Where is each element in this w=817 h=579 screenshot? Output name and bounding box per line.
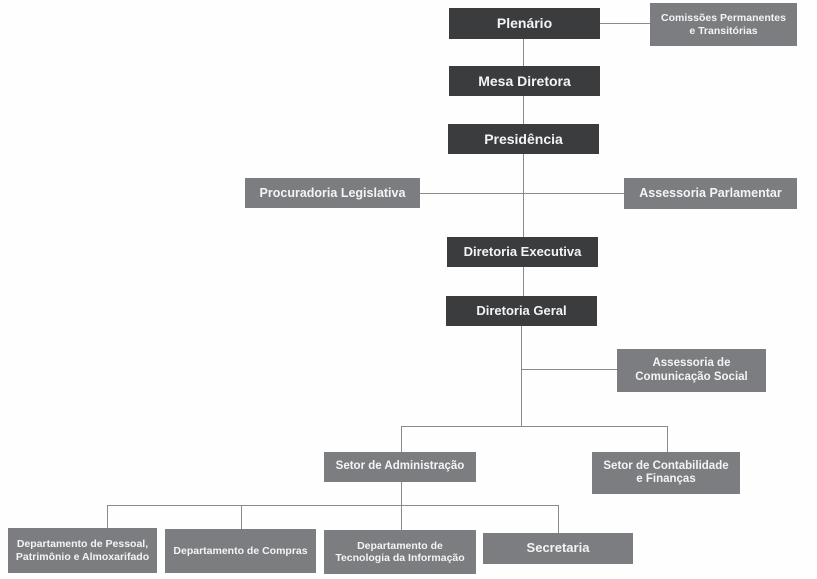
node-secretaria: Secretaria	[483, 533, 633, 564]
connector-setor-adm	[401, 426, 402, 452]
node-assessoria-comunicacao: Assessoria de Comunicação Social	[617, 349, 766, 392]
connector-deps-bar	[107, 505, 559, 506]
connector-ass-com	[521, 369, 617, 370]
connector-setores-bar	[401, 426, 668, 427]
node-setor-administracao: Setor de Administração	[324, 452, 476, 482]
node-presidencia: Presidência	[448, 124, 599, 154]
connector-main-spine	[523, 39, 524, 296]
node-plenario: Plenário	[449, 8, 600, 39]
node-procuradoria: Procuradoria Legislativa	[245, 178, 420, 208]
node-assessoria-parlamentar: Assessoria Parlamentar	[624, 178, 797, 209]
connector-adm-down	[401, 482, 402, 530]
node-diretoria-executiva: Diretoria Executiva	[447, 237, 598, 267]
connector-plenario-comissoes	[600, 23, 650, 24]
node-mesa-diretora: Mesa Diretora	[449, 66, 600, 96]
connector-dep-compras	[241, 505, 242, 529]
connector-secretaria	[558, 505, 559, 533]
connector-dep-pessoal	[107, 505, 108, 528]
connector-presidencia-assessorias	[420, 193, 624, 194]
node-dep-ti: Departamento de Tecnologia da Informação	[324, 530, 476, 574]
node-dep-pessoal: Departamento de Pessoal, Patrimônio e Al…	[8, 528, 157, 573]
connector-setor-cont	[667, 426, 668, 452]
node-comissoes: Comissões Permanentes e Transitórias	[650, 3, 797, 46]
node-diretoria-geral: Diretoria Geral	[446, 296, 597, 326]
node-setor-contabilidade: Setor de Contabilidade e Finanças	[592, 452, 740, 494]
connector-dirgeral-spine	[521, 326, 522, 426]
node-dep-compras: Departamento de Compras	[165, 529, 316, 573]
